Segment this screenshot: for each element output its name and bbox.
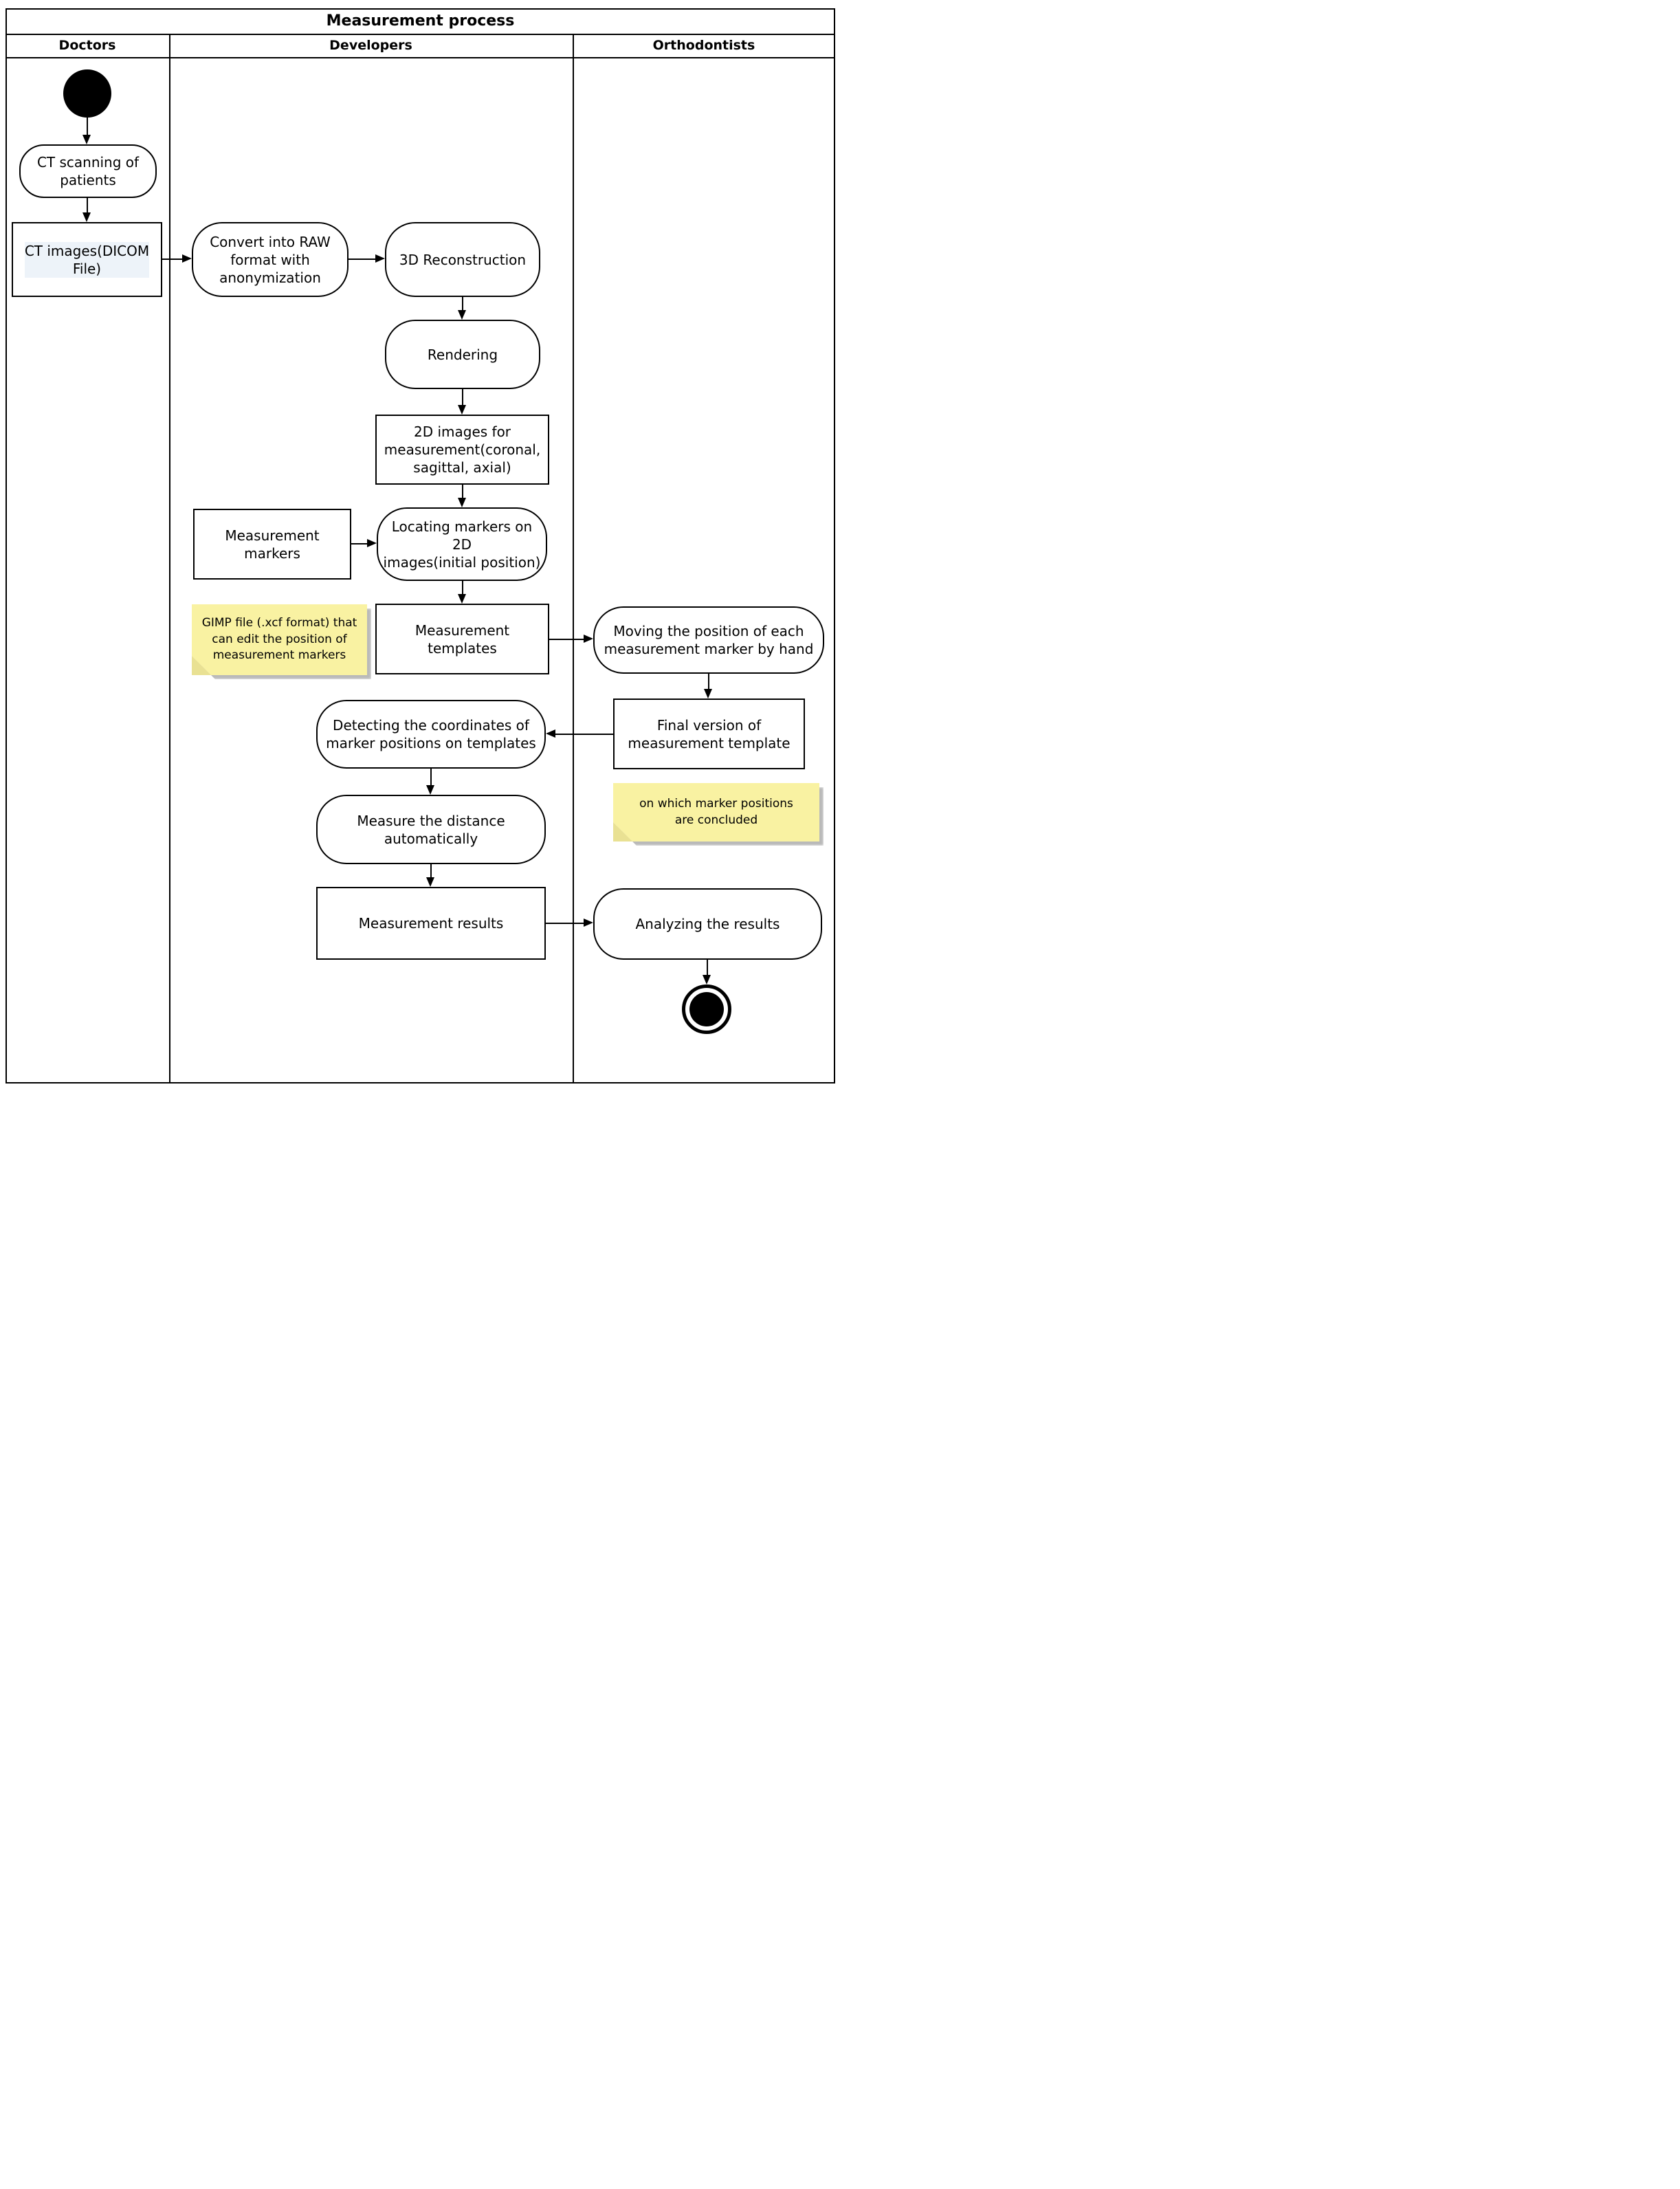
activity-locating-markers: Locating markers on 2D images(initial po… [377,507,547,581]
arrow-locating-to-templates [462,581,463,595]
arrow-2d-images-to-locating-head [458,498,466,507]
activity-convert-raw-label: Convert into RAW format with anonymizati… [210,233,331,286]
arrow-start-to-ct-scanning [87,118,88,135]
note-marker-positions-concluded-body: on which marker positions are concluded [613,783,819,842]
note-marker-positions-concluded: on which marker positions are concluded [613,783,819,842]
arrow-templates-to-moving-head [584,635,593,643]
lane-header-doctors-text: Doctors [58,38,116,53]
arrow-final-version-to-detecting-head [546,729,555,738]
activity-moving-position-label: Moving the position of each measurement … [604,623,814,657]
activity-rendering-label: Rendering [427,346,498,363]
diagram-border [5,8,835,1084]
end-node [682,984,731,1034]
arrow-detecting-to-measure [430,769,432,786]
object-final-version: Final version of measurement template [613,698,805,769]
activity-measure-distance-label: Measure the distance automatically [357,812,505,847]
note-marker-positions-concluded-text: on which marker positions are concluded [639,796,793,827]
arrow-ct-images-to-convert [162,258,183,260]
lane-divider-doctors-developers [169,34,170,1084]
lane-header-developers-text: Developers [329,38,412,53]
object-measurement-templates: Measurement templates [375,604,549,674]
arrow-measure-to-results-head [426,877,434,887]
arrow-analyzing-to-end [707,960,708,976]
arrow-locating-to-templates-head [458,594,466,604]
arrow-markers-to-locating [351,543,368,544]
activity-analyzing-results-label: Analyzing the results [635,916,780,932]
note-gimp-file-body: GIMP file (.xcf format) that can edit th… [192,604,367,675]
arrow-moving-to-final-version [708,674,709,690]
arrow-markers-to-locating-head [367,539,377,547]
arrow-ct-scanning-to-ct-images [87,198,88,213]
activity-ct-scanning-label: CT scanning of patients [36,154,140,188]
diagram-title-text: Measurement process [326,12,515,30]
activity-detecting-coordinates: Detecting the coordinates of marker posi… [316,700,546,769]
arrow-ct-scanning-to-ct-images-head [82,212,91,222]
activity-locating-markers-label: Locating markers on 2D images(initial po… [383,518,541,571]
arrow-templates-to-moving [549,639,584,640]
note-gimp-file: GIMP file (.xcf format) that can edit th… [192,604,367,675]
object-measurement-results-label: Measurement results [358,915,504,932]
title-separator [5,34,835,35]
arrow-convert-to-reconstruction [349,258,376,260]
activity-measure-distance: Measure the distance automatically [316,795,546,864]
activity-diagram: Measurement process Doctors Developers O… [0,0,840,1094]
object-final-version-label: Final version of measurement template [628,716,791,751]
arrow-rendering-to-2d-images-head [458,405,466,415]
arrow-reconstruction-to-rendering-head [458,310,466,320]
arrow-analyzing-to-end-head [703,975,711,984]
lane-header-separator [5,57,835,58]
activity-convert-raw: Convert into RAW format with anonymizati… [192,222,349,297]
object-measurement-templates-label: Measurement templates [415,622,510,657]
object-ct-images-label: CT images(DICOM File) [24,241,150,278]
arrow-results-to-analyzing [546,923,584,924]
end-node-inner-dot [689,992,724,1026]
arrow-reconstruction-to-rendering [462,297,463,311]
arrow-moving-to-final-version-head [704,689,712,698]
activity-rendering: Rendering [385,320,540,389]
lane-header-doctors: Doctors [5,34,169,57]
arrow-rendering-to-2d-images [462,389,463,406]
object-measurement-markers-label: Measurement markers [225,527,320,562]
object-2d-images-label: 2D images for measurement(coronal, sagit… [384,424,541,476]
arrow-start-to-ct-scanning-head [82,135,91,144]
activity-3d-reconstruction-label: 3D Reconstruction [399,251,527,268]
arrow-ct-images-to-convert-head [182,254,192,263]
arrow-results-to-analyzing-head [584,918,593,927]
arrow-measure-to-results [430,864,432,878]
arrow-detecting-to-measure-head [426,785,434,795]
activity-detecting-coordinates-label: Detecting the coordinates of marker posi… [326,717,536,751]
object-ct-images: CT images(DICOM File) [12,222,162,297]
activity-3d-reconstruction: 3D Reconstruction [385,222,540,297]
lane-divider-developers-orthodontists [573,34,574,1084]
object-2d-images: 2D images for measurement(coronal, sagit… [375,415,549,485]
lane-header-orthodontists: Orthodontists [573,34,835,57]
activity-analyzing-results: Analyzing the results [593,888,822,960]
arrow-final-version-to-detecting [555,734,613,735]
start-node [63,69,111,118]
arrow-2d-images-to-locating [462,485,463,498]
arrow-convert-to-reconstruction-head [375,254,385,263]
object-measurement-markers: Measurement markers [193,509,351,580]
lane-header-orthodontists-text: Orthodontists [652,38,755,53]
note-gimp-file-text: GIMP file (.xcf format) that can edit th… [201,615,357,663]
lane-header-developers: Developers [169,34,573,57]
object-measurement-results: Measurement results [316,887,546,960]
activity-ct-scanning: CT scanning of patients [19,144,157,198]
diagram-title: Measurement process [5,8,835,34]
activity-moving-position: Moving the position of each measurement … [593,606,824,674]
